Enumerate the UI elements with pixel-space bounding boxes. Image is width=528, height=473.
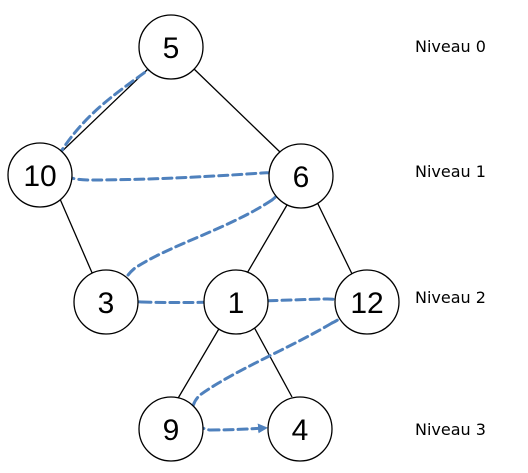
node-9: 9 [138, 396, 204, 462]
level-label-3: Niveau 3 [415, 420, 486, 439]
edge-6-12 [316, 201, 355, 279]
edge-10-3 [59, 198, 94, 276]
node-label: 5 [163, 32, 180, 65]
node-circle [334, 269, 400, 335]
node-12: 12 [334, 269, 400, 335]
node-label: 12 [350, 287, 383, 320]
node-6: 6 [268, 143, 334, 209]
node-circle [267, 396, 333, 462]
node-label: 1 [228, 287, 245, 320]
node-circle [138, 14, 204, 80]
node-3: 3 [73, 269, 139, 335]
level-label-0: Niveau 0 [415, 37, 486, 56]
node-4: 4 [267, 396, 333, 462]
traversal-segment-10-to-6 [57, 148, 286, 202]
traversal-path [57, 53, 348, 434]
node-label: 3 [98, 287, 115, 320]
node-circle [203, 269, 269, 335]
node-5: 5 [138, 14, 204, 80]
edge-6-1 [245, 204, 288, 276]
edge-1-9 [176, 326, 221, 401]
node-label: 10 [23, 160, 56, 193]
tree-edges [54, 67, 355, 401]
traversal-arrow-9-to-4 [208, 423, 268, 434]
node-circle [73, 269, 139, 335]
edge-1-4 [253, 326, 293, 398]
level-label-2: Niveau 2 [415, 288, 486, 307]
node-label: 6 [293, 161, 310, 194]
node-1: 1 [203, 269, 269, 335]
node-circle [138, 396, 204, 462]
level-label-1: Niveau 1 [415, 162, 486, 181]
node-circle [7, 142, 73, 208]
node-label: 4 [292, 414, 309, 447]
node-circle [268, 143, 334, 209]
edge-5-6 [192, 67, 282, 154]
node-10: 10 [7, 142, 73, 208]
node-label: 9 [163, 414, 180, 447]
edge-5-10 [54, 67, 150, 159]
traversal-segment-12-to-9 [190, 321, 334, 432]
